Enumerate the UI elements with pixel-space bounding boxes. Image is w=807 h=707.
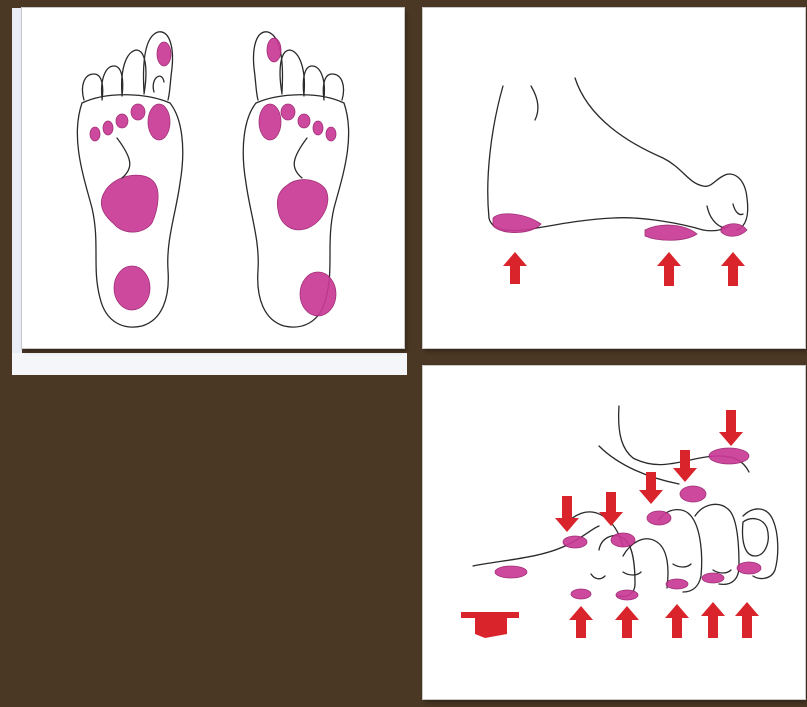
up-arrow-toe-4 <box>701 602 725 638</box>
down-arrow-4 <box>673 450 697 482</box>
down-arrow-1 <box>555 496 579 532</box>
up-arrow-toe-2 <box>615 606 639 638</box>
left-border-strip <box>12 8 22 353</box>
side-view-illustration <box>423 8 805 348</box>
soles-panel <box>22 8 404 348</box>
toes-illustration <box>423 366 805 699</box>
down-arrow-5 <box>719 410 743 446</box>
up-arrow-toe-3 <box>665 604 689 638</box>
up-arrow-toe-5 <box>735 602 759 638</box>
side-view-panel <box>423 8 805 348</box>
toes-panel <box>423 366 805 699</box>
up-arrow-base <box>461 612 519 638</box>
up-arrow-toe <box>721 252 745 286</box>
heel-pad <box>493 214 541 233</box>
down-arrow-2 <box>599 492 623 526</box>
up-arrow-heel <box>503 252 527 284</box>
right-sole <box>243 32 348 327</box>
left-sole <box>77 32 182 327</box>
foot-side-outline <box>488 78 748 231</box>
down-arrow-3 <box>639 472 663 504</box>
ball-pad <box>645 225 697 240</box>
lower-left-strip <box>12 353 407 375</box>
up-arrow-ball <box>657 252 681 286</box>
soles-illustration <box>22 8 404 348</box>
up-arrow-toe-1 <box>569 606 593 638</box>
